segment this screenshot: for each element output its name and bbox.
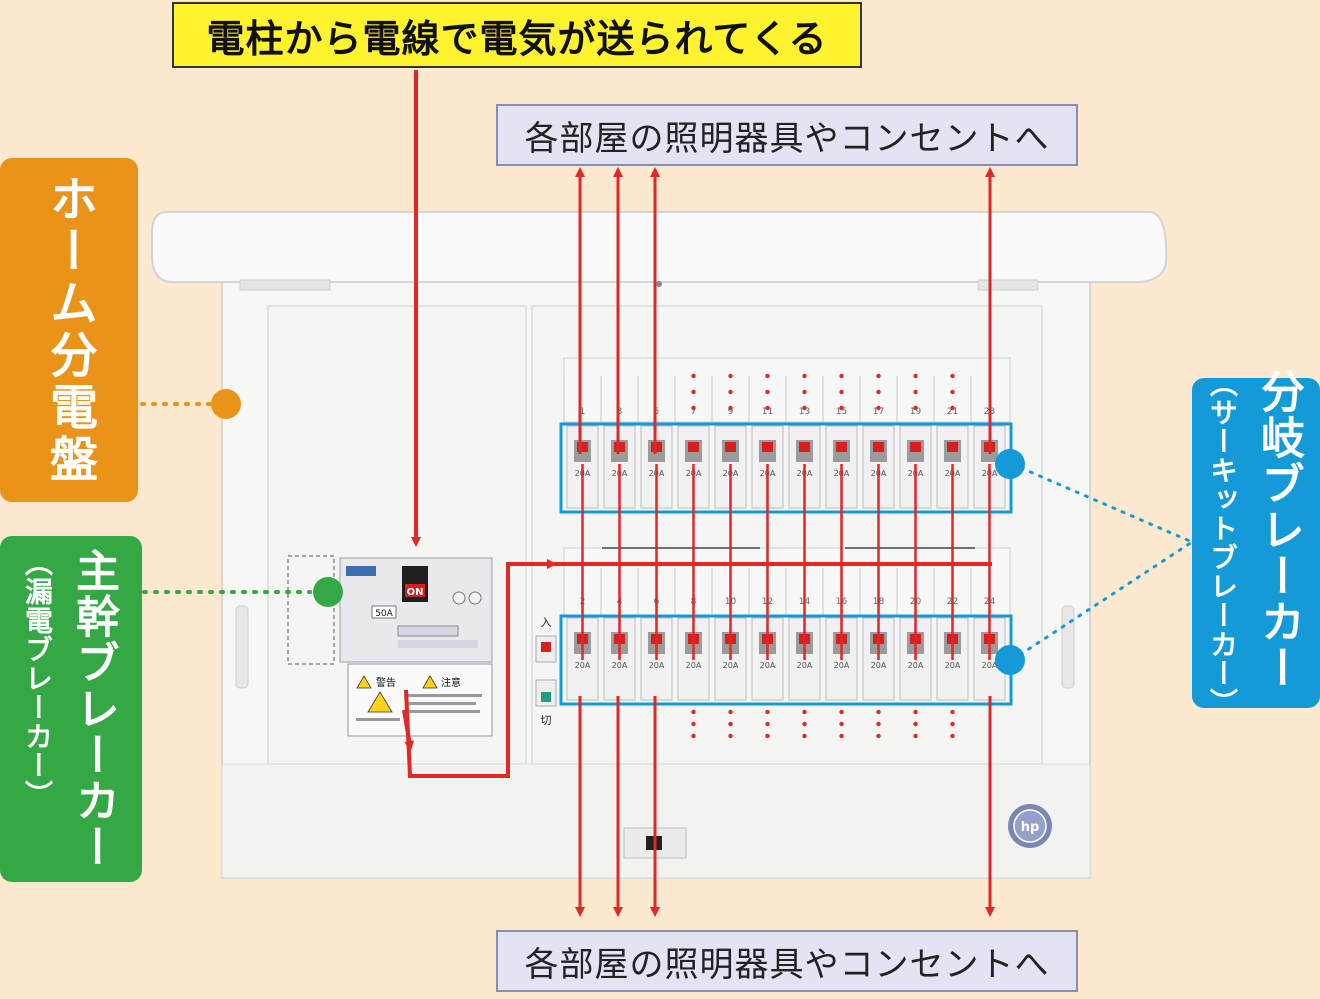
main-breaker-on-label: ON [407,587,424,598]
top-circuit-number: 7 [691,407,697,417]
incoming-power-path [402,70,992,778]
main-breaker-device: ON 50A 警告 注意 [287,555,493,737]
bottom-breaker-rating: 20A [612,661,628,670]
top-circuit-number: 21 [947,407,958,417]
main-breaker-subtitle: （漏電ブレーカー） [21,548,54,809]
top-circuit-number: 15 [836,407,847,417]
bottom-breaker-rating: 20A [649,661,665,670]
main-breaker-label-box: 主幹ブレーカー （漏電ブレーカー） [0,536,142,882]
bottom-breaker-rating: 20A [871,661,887,670]
caution-icon [422,675,438,689]
top-circuit-number: 9 [728,407,734,417]
bottom-breaker-rating: 20A [797,661,813,670]
rooms-bottom-label: 各部屋の照明器具やコンセントへ [496,930,1078,992]
top-circuit-number: 19 [910,407,922,417]
top-circuit-number: 1 [580,407,586,417]
top-circuit-number: 13 [799,407,810,417]
home-panel-label-box: ホーム分電盤 [0,158,138,502]
branch-top-marker [995,449,1025,479]
warning-label: 警告 [376,676,396,689]
main-breaker-marker [313,577,343,607]
bottom-breaker-rating: 20A [982,661,998,670]
bottom-breaker-rating: 20A [686,661,702,670]
bottom-breaker-rating: 20A [834,661,850,670]
home-panel-marker [211,389,241,419]
bottom-breaker-rating: 20A [575,661,591,670]
bottom-breaker-rating: 20A [760,661,776,670]
rooms-top-label: 各部屋の照明器具やコンセントへ [496,104,1078,166]
callout-connectors [140,389,1194,675]
branch-breaker-label-box: 分岐ブレーカー （サーキットブレーカー） [1192,369,1320,717]
bottom-breaker-rating: 20A [723,661,739,670]
switch-legend: 入 切 [535,616,557,727]
bottom-breaker-rating: 20A [945,661,961,670]
caution-label: 注意 [441,676,461,689]
svg-text:hp: hp [1021,820,1040,835]
switch-on-label: 入 [541,616,552,629]
branch-bottom-marker [995,645,1025,675]
power-source-banner: 電柱から電線で電気が送られてくる [172,2,862,68]
switch-off-label: 切 [541,714,552,727]
branch-breaker-title: 分岐ブレーカー [1253,369,1304,691]
top-circuit-number: 11 [762,407,773,417]
warning-icon [356,675,372,689]
branch-breaker-subtitle: （サーキットブレーカー） [1206,369,1239,717]
top-circuit-number: 17 [873,407,884,417]
home-panel-label: ホーム分電盤 [41,174,97,486]
main-breaker-title: 主幹ブレーカー [68,548,119,870]
bottom-breaker-rating: 20A [908,661,924,670]
certification-seal-icon: hp [1008,804,1052,848]
panel-cabinet [151,211,1168,879]
main-breaker-rating: 50A [375,609,393,619]
